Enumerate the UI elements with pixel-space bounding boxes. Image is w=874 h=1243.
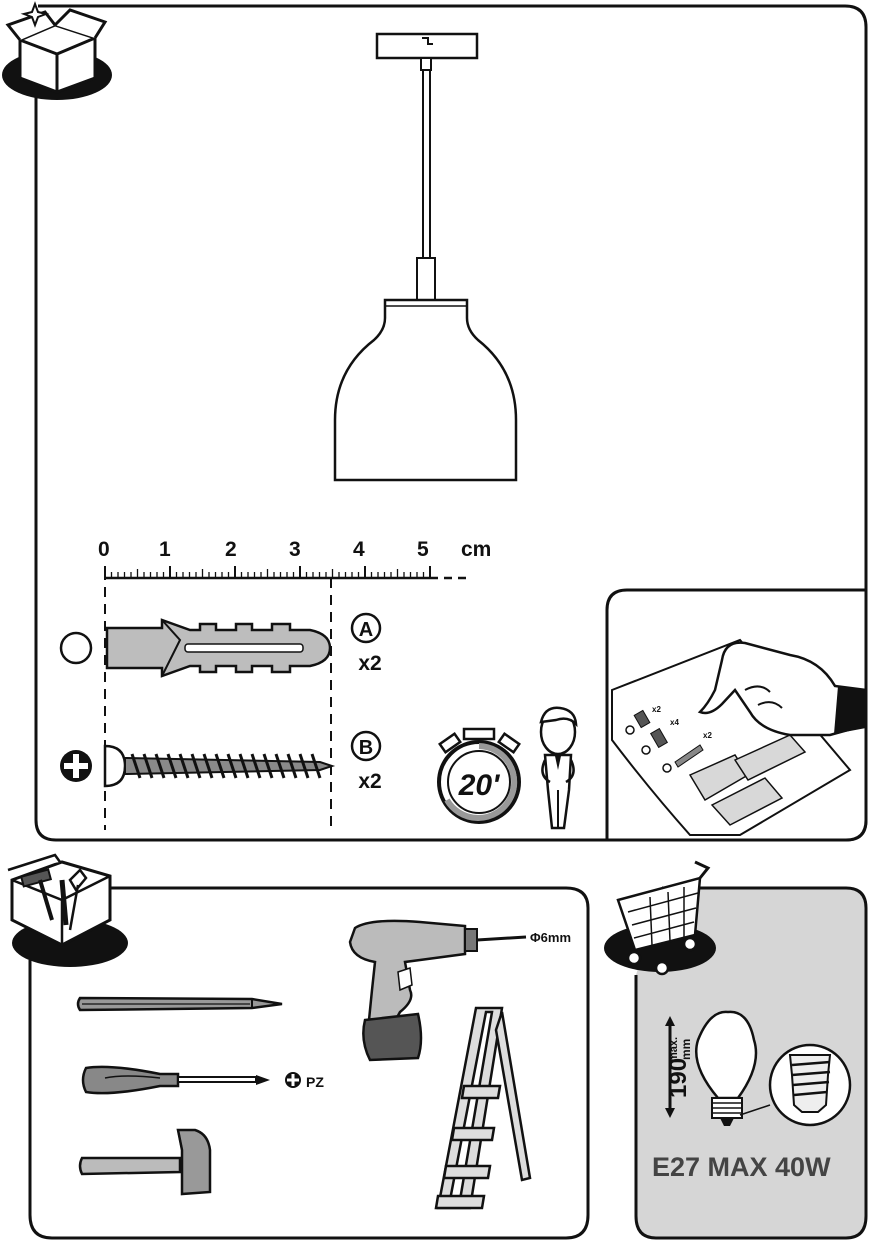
- screw-thread: [202, 753, 214, 779]
- bulb-spec: E27 MAX 40W: [652, 1152, 831, 1182]
- screw-thread: [274, 753, 286, 779]
- shopping-cart-icon: [604, 860, 716, 976]
- screw-thread: [178, 753, 190, 779]
- screw-thread: [190, 753, 202, 779]
- drill-hole-icon: [59, 631, 93, 665]
- part-b-label: B x2: [350, 730, 382, 793]
- ruler-number-2: 2: [225, 538, 237, 561]
- screwdriver-icon: PZ: [81, 1065, 324, 1095]
- bulb-length-max-label: max.: [668, 1037, 680, 1062]
- tools-panel-frame: [28, 886, 590, 1240]
- screw-thread: [214, 753, 226, 779]
- light-bulb-icon: [694, 1010, 852, 1127]
- screw-thread: [298, 753, 310, 779]
- bulb-length-value: 190: [665, 1058, 692, 1098]
- ruler-number-4: 4: [353, 538, 365, 561]
- part-b-letter: B: [359, 737, 373, 759]
- screw-thread: [154, 753, 166, 779]
- screw-thread: [286, 753, 298, 779]
- drill-bit-size: Φ6mm: [530, 930, 571, 945]
- screw-thread: [130, 753, 142, 779]
- wall-plug-illustration: [59, 618, 332, 678]
- screw-illustration: [60, 744, 336, 788]
- stopwatch-icon: 20': [437, 727, 521, 824]
- part-a-qty: x2: [358, 652, 381, 675]
- screw-thread: [262, 753, 274, 779]
- sticker-qty-1: x2: [652, 705, 661, 714]
- ruler-number-3: 3: [289, 538, 301, 561]
- screw-thread: [226, 753, 238, 779]
- sticker-qty-2: x4: [670, 718, 679, 727]
- gloved-hand-icon: [697, 641, 868, 737]
- ruler-number-1: 1: [159, 538, 171, 561]
- ruler: [104, 566, 470, 830]
- bulb-length-dimension: 190 max. mm: [665, 1016, 693, 1118]
- screw-thread: [166, 753, 178, 779]
- bulb-length-unit: mm: [679, 1039, 693, 1060]
- sticker-qty-3: x2: [703, 731, 712, 740]
- open-box-icon: [2, 1, 112, 100]
- screw-thread: [250, 753, 262, 779]
- ruler-number-5: 5: [417, 538, 429, 561]
- part-b-qty: x2: [358, 770, 381, 793]
- hammer-icon: [78, 1128, 212, 1196]
- screw-thread: [238, 753, 250, 779]
- screw-thread: [310, 753, 322, 779]
- part-a-letter: A: [359, 619, 373, 641]
- sticker-sheet-panel: x2 x4 x2: [605, 588, 868, 842]
- step-ladder-icon: [434, 1006, 532, 1210]
- assembly-time: 20': [458, 769, 500, 802]
- sticker-screw-icons: x2 x4 x2: [625, 705, 712, 773]
- toolbox-icon: [7, 853, 128, 967]
- ruler-ticks: [104, 566, 431, 578]
- screwdriver-type: PZ: [306, 1074, 324, 1090]
- person-icon: [539, 706, 578, 830]
- pencil-icon: [76, 996, 283, 1012]
- ruler-number-0: 0: [98, 538, 110, 561]
- pendant-lamp-illustration: [333, 32, 518, 482]
- screw-thread: [142, 753, 154, 779]
- drill-icon: Φ6mm: [348, 919, 571, 1062]
- ruler-unit: cm: [461, 538, 492, 561]
- screw-threads: [130, 753, 322, 779]
- part-a-label: A x2: [350, 612, 382, 675]
